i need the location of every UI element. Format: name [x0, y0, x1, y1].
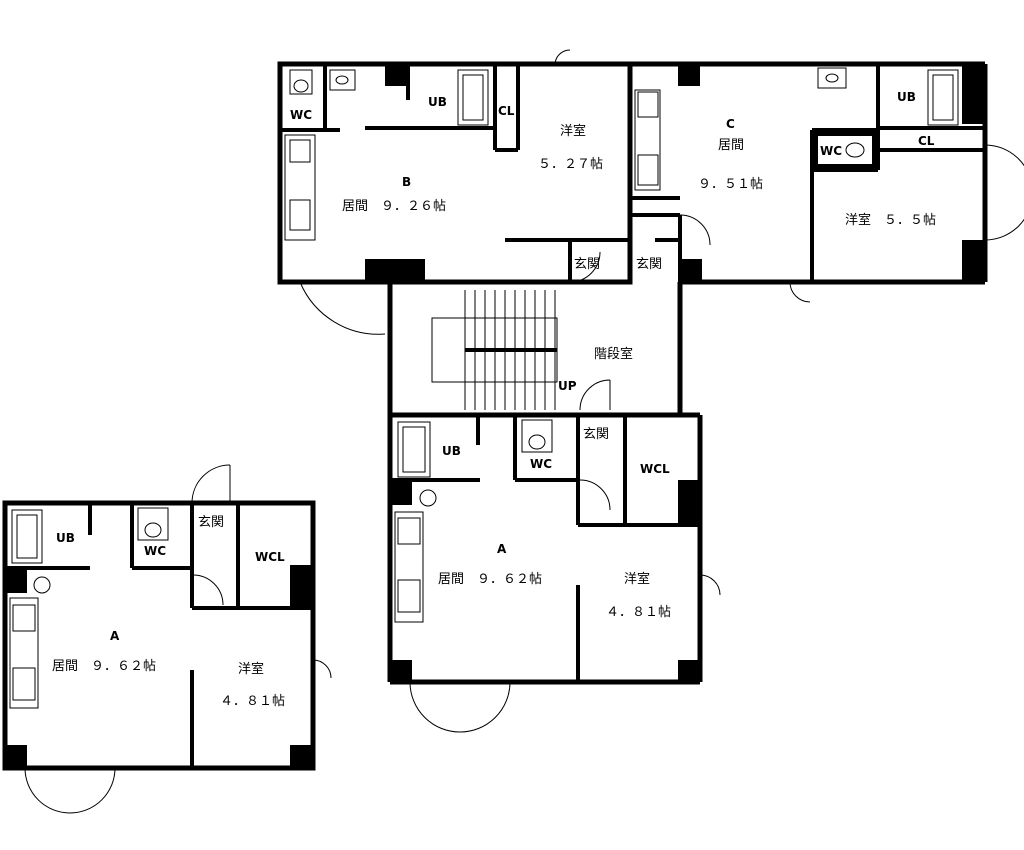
unit-a-left-wcl-label: WCL: [255, 550, 285, 564]
sink-icon: [33, 576, 51, 594]
stove-icon: [637, 91, 659, 118]
unit-a-main-wcl-label: WCL: [640, 462, 670, 476]
unit-a-main-wc-label: WC: [530, 457, 552, 471]
unit-a-main-living-label: 居間 ９．６２帖: [438, 572, 542, 587]
unit-b-wc-label: WC: [290, 108, 312, 122]
unit-a-left-western-label: 洋室: [238, 661, 264, 677]
unit-c-letter: C: [726, 117, 735, 131]
balcony-door-arc: [984, 144, 1024, 241]
unit-a-main-genkan-label: 玄関: [583, 427, 609, 442]
stove-icon: [397, 517, 421, 545]
unit-a-main-western-size: ４．８１帖: [606, 605, 671, 620]
unit-a-left-living-label: 居間 ９．６２帖: [52, 659, 156, 674]
kitchen-sink-icon: [397, 579, 421, 613]
stairwell-up-label: UP: [558, 379, 577, 393]
unit-c-western-label: 洋室 ５．５帖: [845, 212, 936, 228]
unit-c-genkan-label: 玄関: [636, 257, 662, 272]
unit-c-living-size: ９．５１帖: [698, 177, 763, 192]
stairwell-label: 階段室: [594, 346, 633, 362]
unit-c: C 居間 ９．５１帖 UB WC CL 洋室 ５．５帖 玄関: [627, 61, 1024, 303]
toilet-icon: [845, 142, 865, 158]
unit-c-living-label: 居間: [718, 138, 744, 153]
unit-c-cl-label: CL: [918, 134, 935, 148]
balcony-door-arc: [409, 681, 511, 733]
unit-c-ub-label: UB: [897, 90, 916, 104]
unit-b-outer-wall: [277, 61, 633, 285]
kitchen-sink-icon: [637, 154, 659, 186]
balcony-door-arc: [299, 281, 386, 335]
unit-b-western-size: ５．２７帖: [538, 157, 603, 172]
unit-a-main-letter: A: [497, 542, 507, 556]
balcony-door-arc: [24, 767, 116, 814]
unit-a-left-outer-wall: [2, 500, 316, 771]
kitchen-sink-icon: [12, 667, 36, 701]
unit-a-left: UB WC 玄関 WCL A 居間 ９．６２帖 洋室 ４．８１帖: [2, 464, 332, 814]
unit-b-letter: B: [402, 175, 411, 189]
stairwell: 階段室 UP: [387, 282, 700, 418]
unit-a-left-western-size: ４．８１帖: [220, 694, 285, 709]
unit-a-left-ub-label: UB: [56, 531, 75, 545]
unit-b-living-label: 居間 ９．２６帖: [342, 199, 446, 214]
unit-b-ub-label: UB: [428, 95, 447, 109]
stair-treads: [464, 290, 557, 410]
unit-a-left-genkan-label: 玄関: [198, 515, 224, 530]
kitchen-sink-icon: [289, 199, 311, 231]
sink-icon: [419, 489, 437, 507]
unit-a-left-wc-label: WC: [144, 544, 166, 558]
unit-a-main-ub-label: UB: [442, 444, 461, 458]
unit-b-cl-label: CL: [498, 104, 515, 118]
unit-a-main: UB WC 玄関 WCL A 居間 ９．６２帖 洋室 ４．８１帖: [387, 415, 721, 733]
unit-b-genkan-label: 玄関: [574, 257, 600, 272]
unit-b: WC UB CL 洋室 ５．２７帖 B 居間 ９．２６帖 玄関: [277, 49, 633, 335]
unit-b-western-label: 洋室: [560, 123, 586, 139]
unit-c-wc-label: WC: [820, 144, 842, 158]
unit-a-left-letter: A: [110, 629, 120, 643]
stove-icon: [289, 139, 311, 163]
unit-a-main-western-label: 洋室: [624, 571, 650, 587]
stove-icon: [12, 604, 36, 632]
